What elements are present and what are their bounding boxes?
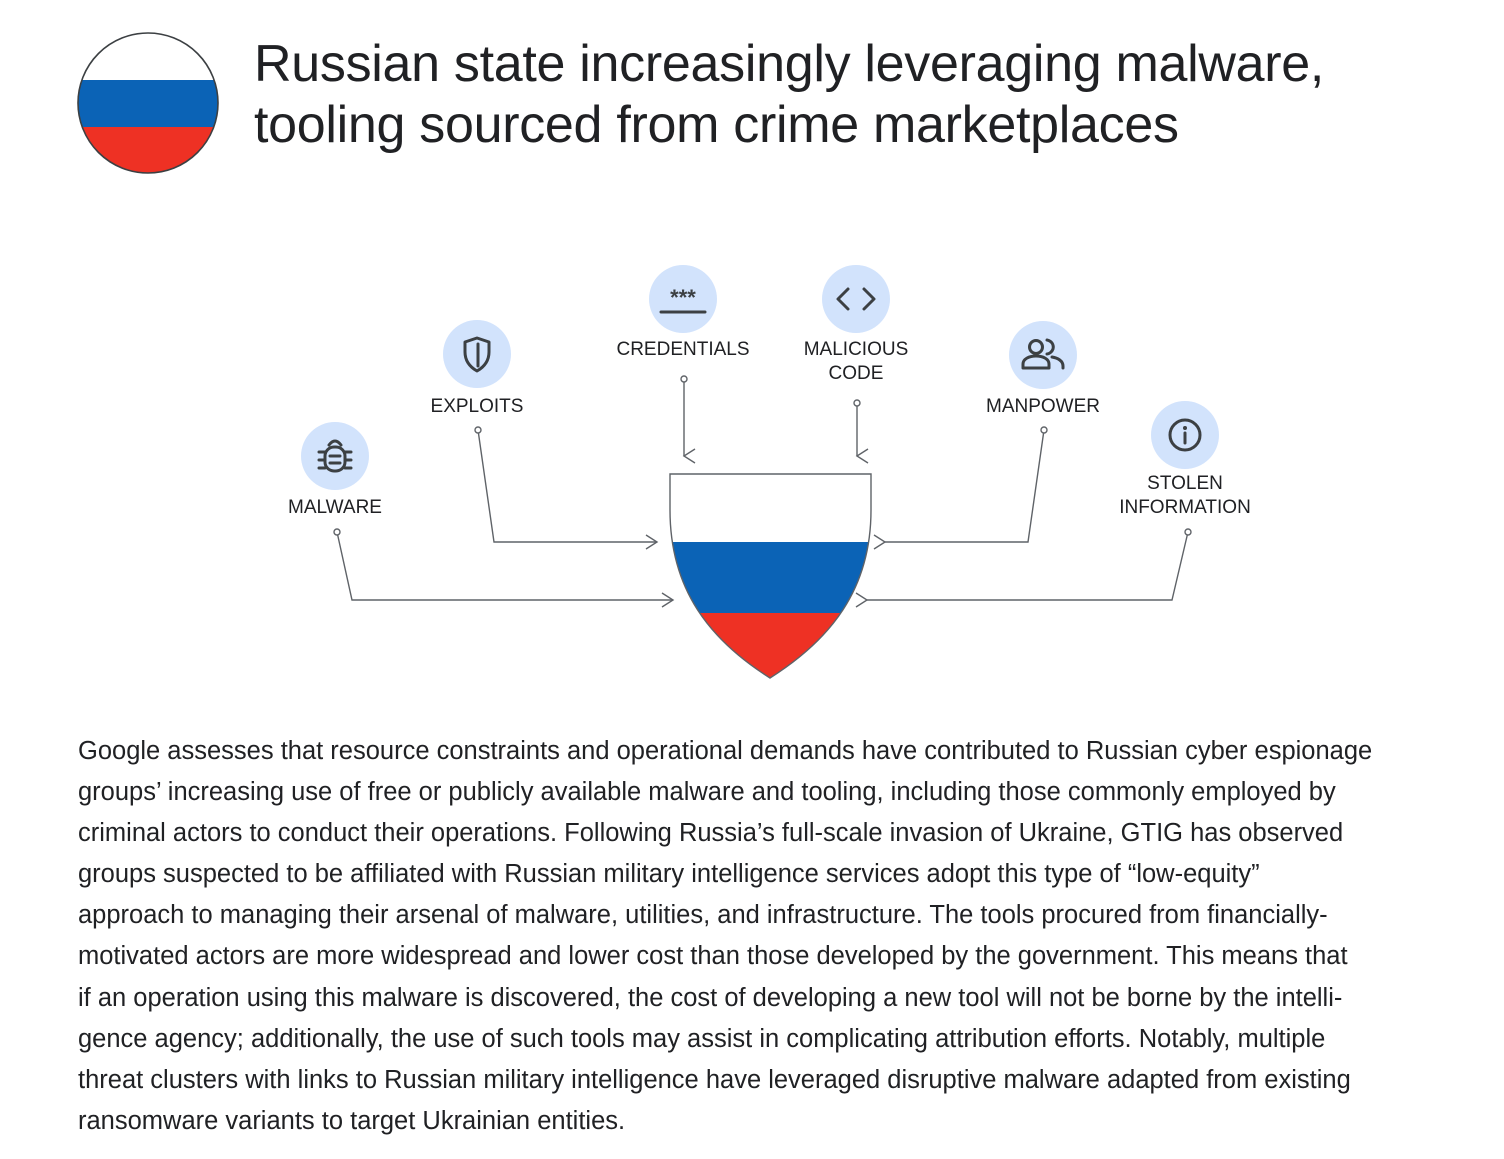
node-manpower: MANPOWER [873, 321, 1100, 550]
page-title: Russian state increasingly leveraging ma… [254, 34, 1454, 156]
connector-malicious-code-dot [853, 399, 861, 407]
body-line: Google assesses that resource constraint… [78, 737, 1373, 765]
node-malicious-code-label-2: CODE [829, 363, 884, 384]
russian-flag-circle-icon [77, 32, 219, 174]
node-malware: MALWARE [288, 422, 675, 608]
russian-flag-shield-icon [669, 473, 872, 679]
bug-icon [317, 439, 353, 473]
body-paragraph: Google assesses that resource constraint… [78, 731, 1478, 1142]
body-line: threat clusters with links to Russian mi… [78, 1065, 1351, 1094]
shield-icon [463, 336, 491, 373]
node-credentials: *** CREDENTIALS [616, 265, 750, 464]
connector-manpower [873, 429, 1045, 550]
connector-exploits-dot [474, 426, 482, 434]
body-line: if an operation using this malware is di… [78, 983, 1343, 1012]
node-stolen-information-label-2: INFORMATION [1119, 497, 1251, 518]
body-line: approach to managing their arsenal of ma… [78, 901, 1328, 930]
body-line: gence agency; additionally, the use of s… [78, 1024, 1326, 1053]
password-icon: *** [659, 285, 707, 314]
title-line-2: tooling sourced from crime marketplaces [254, 96, 1179, 154]
connector-stolen-information [855, 531, 1189, 608]
info-icon [1168, 418, 1202, 452]
node-stolen-information-label-1: STOLEN [1147, 473, 1223, 494]
node-stolen-information: STOLEN INFORMATION [855, 401, 1251, 608]
body-line: groups’ increasing use of free or public… [78, 778, 1336, 807]
sourcing-diagram: MALWARE EXPLOITS *** CREDENTIALS MALICIO… [288, 265, 1251, 679]
connector-malware-dot [333, 528, 341, 536]
node-credentials-label: CREDENTIALS [616, 339, 749, 360]
node-malicious-code: MALICIOUS CODE [804, 265, 909, 464]
connector-exploits [477, 429, 659, 550]
node-exploits: EXPLOITS [431, 320, 659, 550]
people-icon [1021, 338, 1065, 370]
svg-text:***: *** [670, 285, 696, 310]
body-line: criminal actors to conduct their operati… [78, 819, 1344, 848]
code-icon [836, 287, 876, 311]
title-line-1: Russian state increasingly leveraging ma… [254, 35, 1325, 93]
node-malware-label: MALWARE [288, 497, 382, 518]
body-line: motivated actors are more widespread and… [78, 942, 1348, 971]
node-exploits-label: EXPLOITS [431, 396, 524, 417]
node-manpower-label: MANPOWER [986, 396, 1100, 417]
connector-malware [336, 531, 675, 608]
connector-stolen-information-dot [1184, 528, 1192, 536]
connector-manpower-dot [1040, 426, 1048, 434]
connector-credentials-dot [680, 375, 688, 383]
body-line: groups suspected to be affiliated with R… [78, 860, 1260, 889]
body-line: ransomware variants to target Ukrainian … [78, 1106, 626, 1135]
node-malicious-code-label-1: MALICIOUS [804, 339, 909, 360]
